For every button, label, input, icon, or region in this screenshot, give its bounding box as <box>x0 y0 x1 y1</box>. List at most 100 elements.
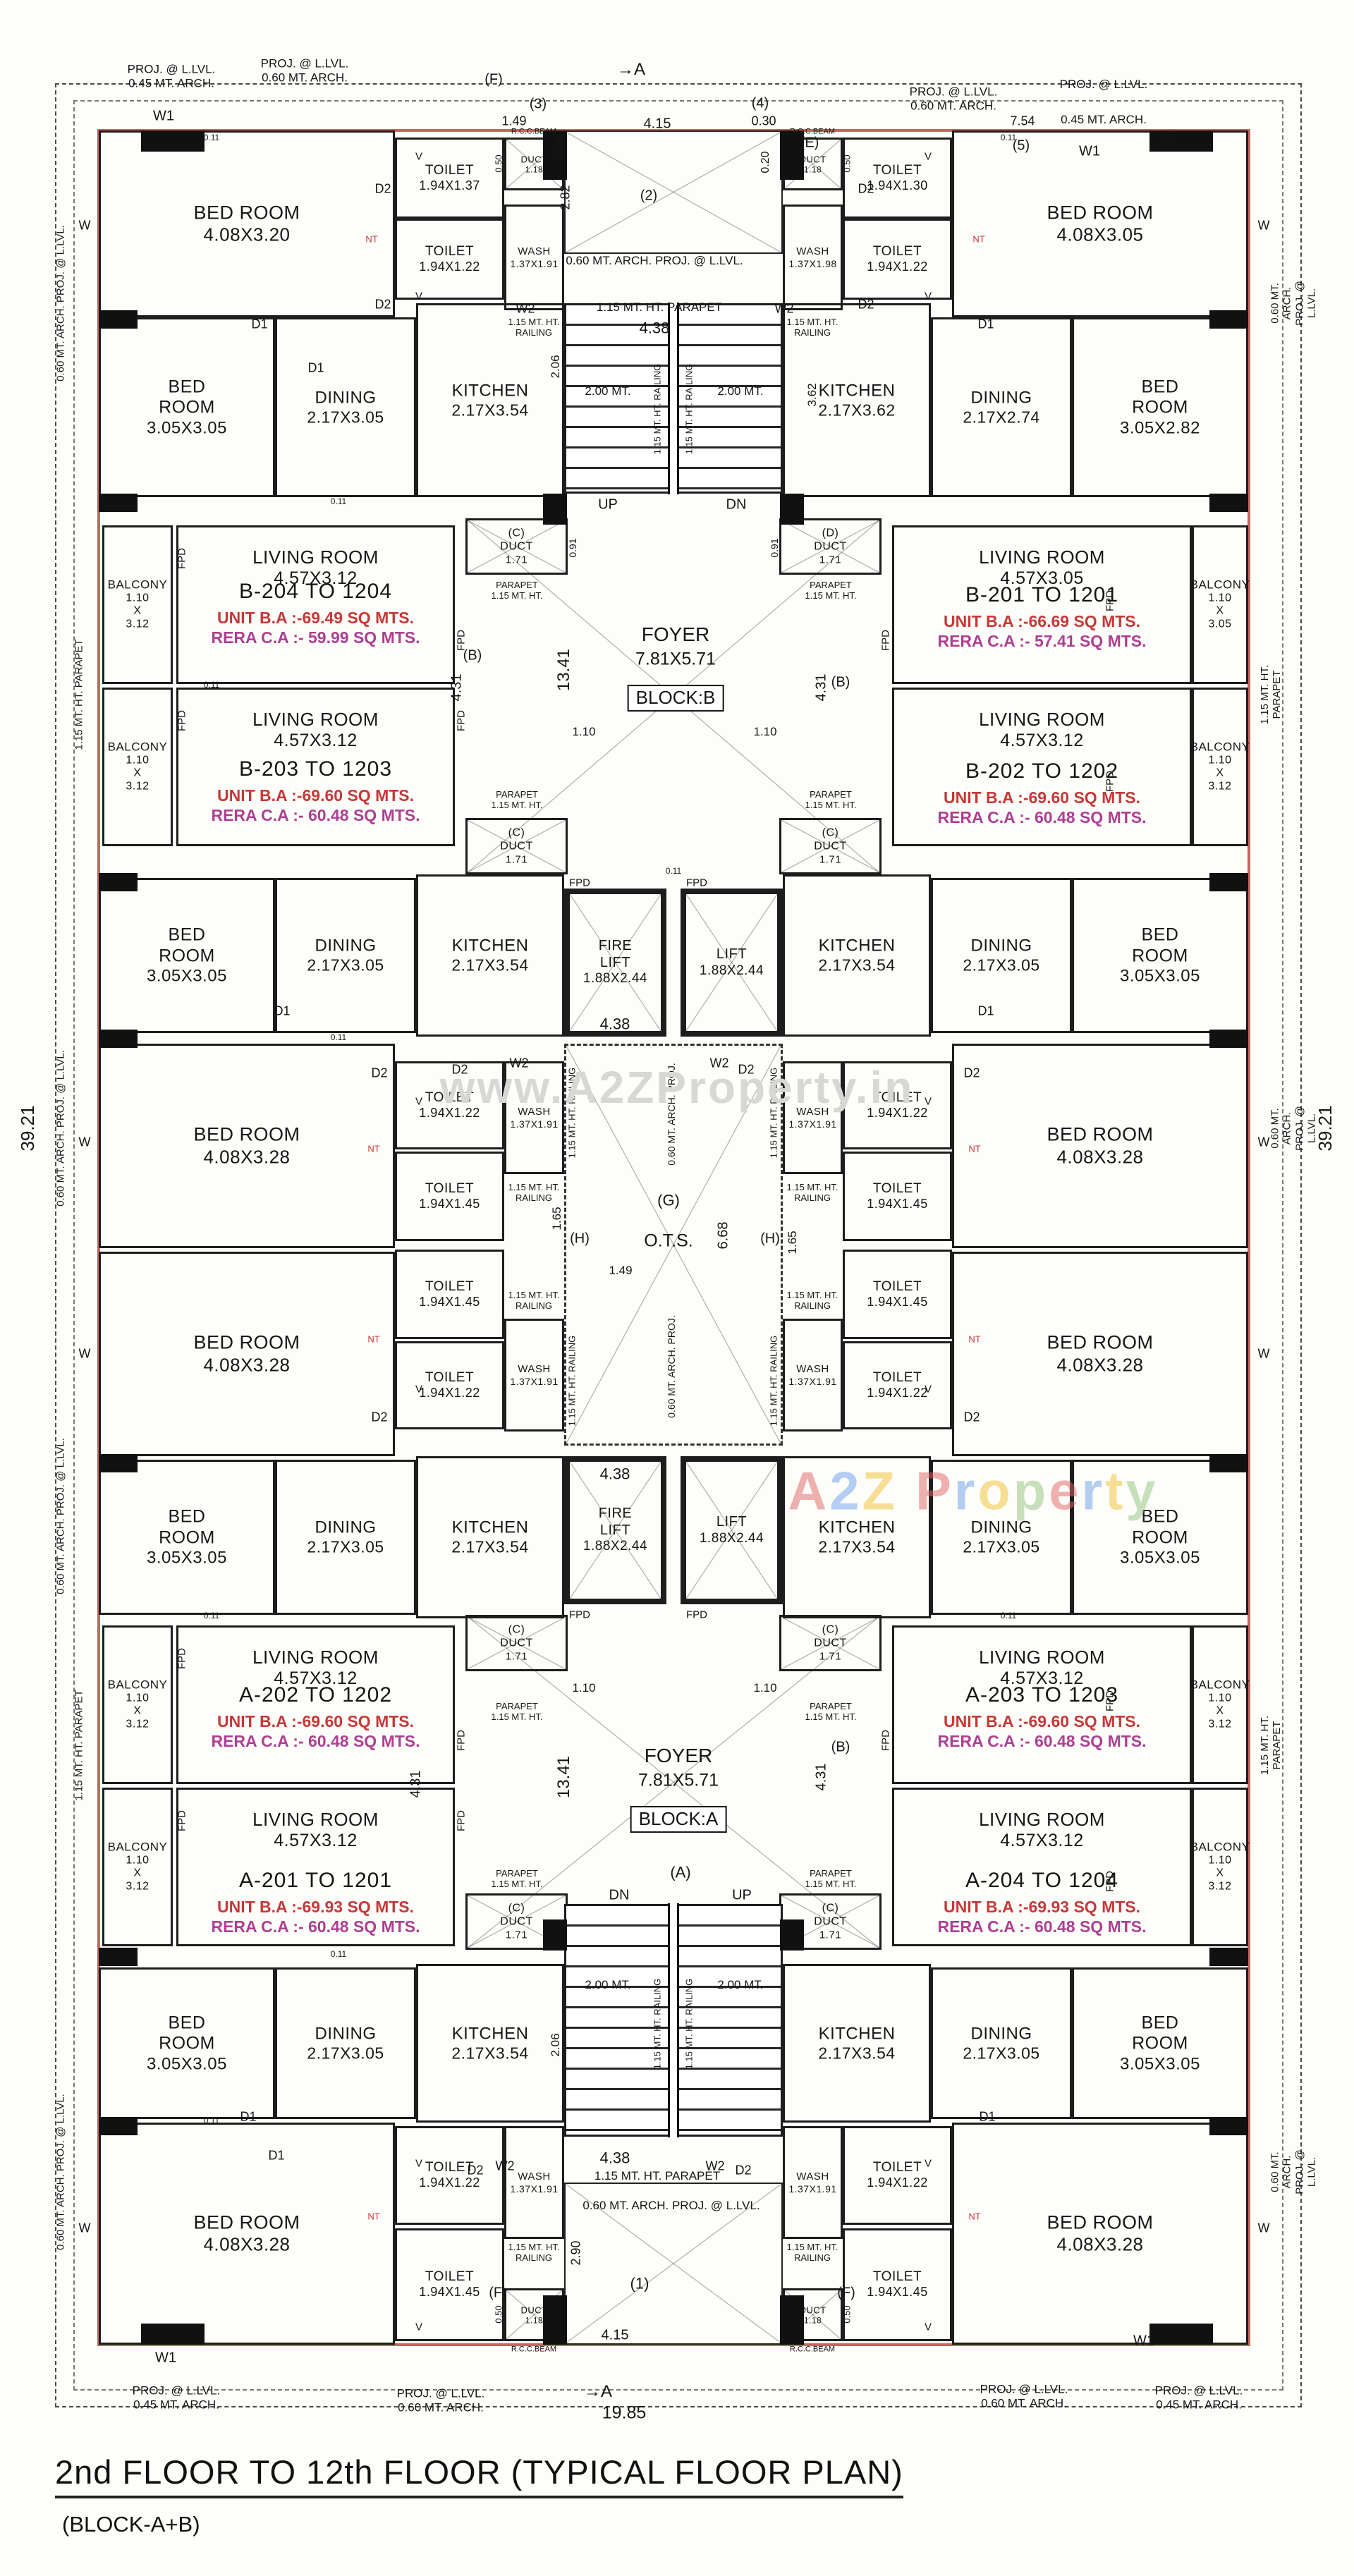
annotation-label: 0.60 MT. ARCH. PROJ. @ L.LVL. <box>54 1050 67 1207</box>
room-dimension: 1.18 <box>525 164 544 175</box>
room-dimension: 1.94X1.45 <box>867 1295 928 1310</box>
annotation-label: 1.49 <box>501 114 527 128</box>
unit-rera-carpet-area: RERA C.A :- 60.48 SQ MTS. <box>937 808 1147 827</box>
annotation-label: 4.38 <box>639 319 670 337</box>
stair-railing <box>668 303 679 494</box>
room-name: WASH <box>518 1105 551 1118</box>
annotation-label: DN <box>609 1887 630 1903</box>
annotation-label: 4.31 <box>408 1770 424 1798</box>
room-dimension: 2.17X3.05 <box>963 1537 1040 1556</box>
annotation-label: 0.11 <box>330 496 347 507</box>
room-dimension: 1.94X1.22 <box>419 2175 480 2190</box>
room-dimension: 2.17X3.54 <box>818 956 896 975</box>
annotation-label: 7.54 <box>1010 114 1035 128</box>
wall-segment <box>99 1948 138 1966</box>
room-name: BED ROOM <box>193 2211 300 2233</box>
wall-segment <box>99 1030 138 1048</box>
room-name: TOILET <box>425 2160 475 2175</box>
unit-code: B-204 TO 1204 <box>238 580 393 603</box>
watermark-letter: Z <box>862 1461 898 1522</box>
room-dimension: 4.57X3.12 <box>1000 730 1084 750</box>
annotation-label: W1 <box>1133 2333 1154 2349</box>
room-name: LIFT <box>716 946 748 962</box>
room-name: TOILET <box>872 2160 922 2175</box>
annotation-label: FPD <box>176 548 188 569</box>
annotation-label: 1.15 MT. HT. RAILING <box>786 317 838 338</box>
annotation-label: 0.30 <box>751 114 776 128</box>
room-name: LIVING ROOM <box>252 1646 379 1668</box>
room-dimension: 1.94X1.22 <box>867 1106 928 1121</box>
unit-code: B-202 TO 1202 <box>965 759 1119 783</box>
area-ots <box>564 1044 783 1446</box>
room-name: BALCONY <box>1190 740 1250 754</box>
unit-code: A-204 TO 1204 <box>965 1869 1119 1892</box>
annotation-label: FPD <box>686 1609 707 1621</box>
annotation-label: 39.21 <box>1315 1105 1336 1152</box>
wall-segment <box>1209 1030 1248 1048</box>
annotation-label: →A <box>616 60 646 80</box>
room-dimension: 3.05X3.05 <box>1120 2053 1200 2073</box>
room-name: KITCHEN <box>451 936 529 956</box>
watermark-letter: e <box>1049 1461 1082 1522</box>
room-dimension: 2.17X2.74 <box>963 408 1040 427</box>
room-dimension: 1.88X2.44 <box>583 971 648 987</box>
annotation-label: 0.60 MT. ARCH. PROJ. @ L.LVL. <box>54 2094 67 2250</box>
annotation-label: 1.15 MT. HT. PARAPET <box>596 300 723 315</box>
room-name: (C) DUCT <box>492 1623 542 1650</box>
annotation-label: PARAPET 1.15 MT. HT. <box>491 1701 543 1722</box>
page-title: 2nd FLOOR TO 12th FLOOR (TYPICAL FLOOR P… <box>55 2453 903 2498</box>
annotation-label: PARAPET 1.15 MT. HT. <box>805 1868 857 1889</box>
annotation-label: 7.81X5.71 <box>635 649 716 669</box>
room-dimension: 2.17X3.05 <box>307 956 384 975</box>
room-name: LIVING ROOM <box>252 546 379 568</box>
annotation-label: FPD <box>879 1730 892 1751</box>
annotation-label: 0.11 <box>203 1611 220 1621</box>
annotation-label: 0.11 <box>665 866 682 877</box>
room-dimension: 4.57X3.12 <box>1000 1830 1084 1850</box>
annotation-label: V <box>415 1383 423 1396</box>
room-name: (C) DUCT <box>492 1902 542 1929</box>
annotation-label: 0.20 <box>759 151 771 173</box>
annotation-label: FPD <box>569 877 590 889</box>
room-dimension: 4.57X3.12 <box>274 730 358 750</box>
boundary-bottom <box>99 2343 1250 2346</box>
annotation-label: 1.15 MT. HT. PARAPET <box>73 1690 85 1801</box>
room-dimension: 1.18 <box>803 2315 822 2326</box>
wall-segment <box>543 494 567 525</box>
room-name: WASH <box>796 1362 829 1375</box>
annotation-label: W <box>1257 2221 1270 2235</box>
unit-builtup-area: UNIT B.A :-69.60 SQ MTS. <box>216 1711 415 1730</box>
annotation-label: 4.31 <box>449 673 465 702</box>
annotation-label: PROJ. @ L.LVL. 0.45 MT. ARCH. <box>1154 2383 1243 2411</box>
room-name: TOILET <box>872 243 922 259</box>
annotation-label: 39.21 <box>17 1105 39 1152</box>
room-dimension: 1.88X2.44 <box>699 963 764 978</box>
annotation-label: 2.00 MT. <box>585 384 631 398</box>
annotation-label: 6.68 <box>715 1221 731 1250</box>
room-name: WASH <box>518 245 551 257</box>
wall-segment <box>1209 1948 1248 1966</box>
annotation-label: 0.50 <box>841 154 853 173</box>
room-dimension: 2.17X3.05 <box>963 956 1040 975</box>
annotation-label: D1 <box>307 360 324 375</box>
wall-segment <box>141 2324 205 2345</box>
room-name: BED ROOM <box>193 202 300 224</box>
room-dimension: 1.10 X 3.12 <box>126 1854 150 1893</box>
room-dimension: 1.94X1.45 <box>867 1197 928 1211</box>
watermark-letter: P <box>915 1461 954 1522</box>
